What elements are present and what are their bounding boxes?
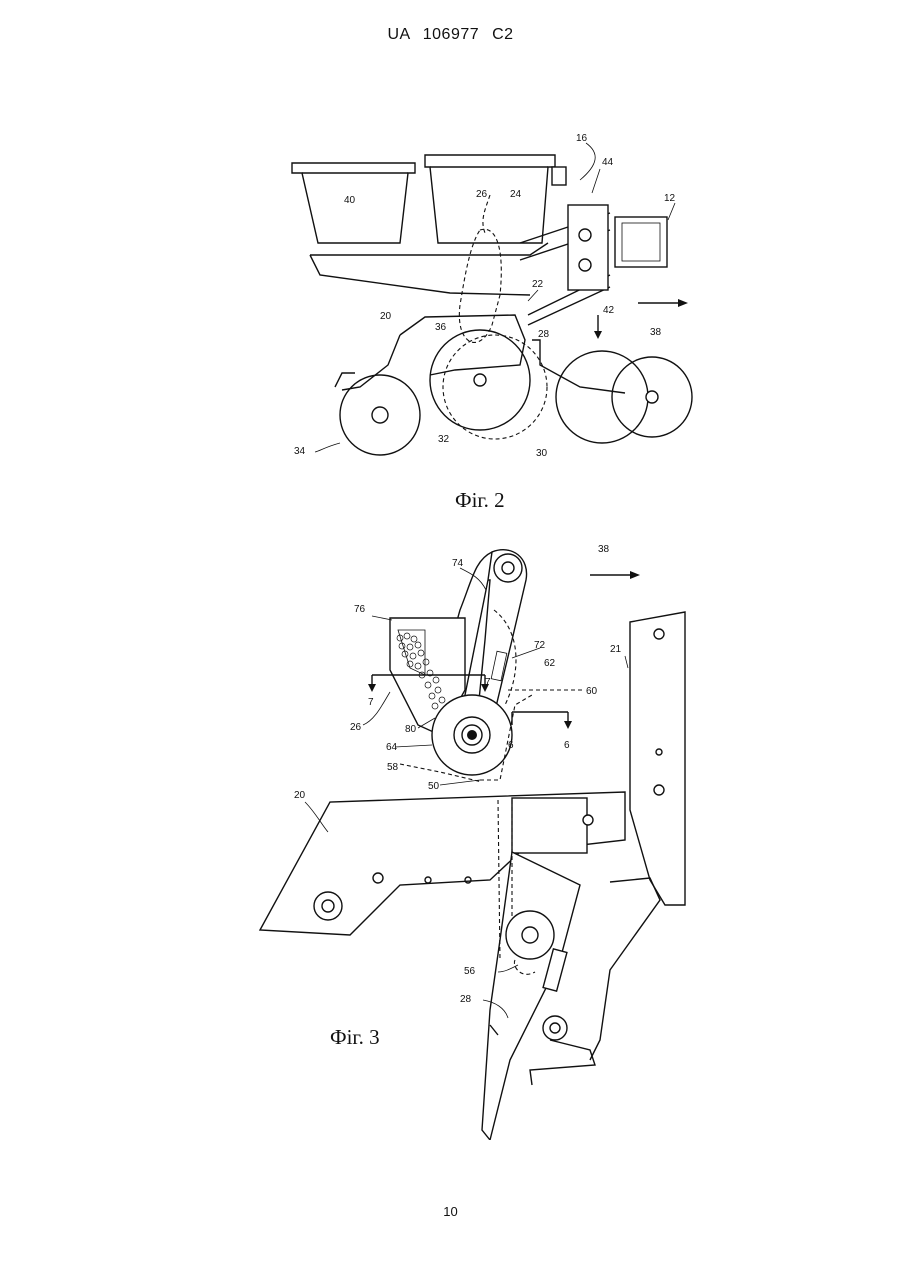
fig2-label-16: 16: [576, 133, 588, 144]
fig2-label-32: 32: [438, 434, 450, 445]
figure-3-caption: Фіг. 3: [330, 1025, 380, 1050]
fig3-label-80: 80: [405, 724, 417, 735]
fig3-label-56: 56: [464, 966, 476, 977]
fig3-label-7-right: 7: [485, 677, 491, 688]
patent-header: UA 106977 C2: [0, 26, 901, 44]
fig3-label-76: 76: [354, 604, 366, 615]
fig2-label-38: 38: [650, 327, 662, 338]
fig3-label-72: 72: [534, 640, 546, 651]
fig2-label-30: 30: [536, 448, 548, 459]
fig3-label-21: 21: [610, 644, 622, 655]
fig3-label-62: 62: [544, 658, 556, 669]
page-number: 10: [0, 1204, 901, 1219]
fig3-label-6-left: 6: [508, 740, 514, 751]
fig2-label-40: 40: [344, 195, 356, 206]
fig3-label-64: 64: [386, 742, 398, 753]
fig3-label-6-right: 6: [564, 740, 570, 751]
fig2-label-44: 44: [602, 157, 614, 168]
fig3-label-74: 74: [452, 558, 464, 569]
fig2-label-20: 20: [380, 311, 392, 322]
figure-2-caption: Фіг. 2: [455, 488, 505, 513]
fig3-label-7-left: 7: [368, 697, 374, 708]
fig3-label-26: 26: [350, 722, 362, 733]
fig3-label-58: 58: [387, 762, 399, 773]
fig3-label-60: 60: [586, 686, 598, 697]
fig2-label-26: 26: [476, 189, 488, 200]
figure-2-drawing: 16 44 12 26 24 40 22 42 38 20 36 28 34 3…: [280, 125, 700, 465]
fig2-label-22: 22: [532, 279, 544, 290]
fig3-label-38: 38: [598, 544, 610, 555]
fig2-label-42: 42: [603, 305, 615, 316]
fig2-label-24: 24: [510, 189, 522, 200]
fig2-label-28: 28: [538, 329, 550, 340]
figure-3-drawing: 38 74 76 72 62 21 7 7 60 26 80 64 6 6 58…: [250, 540, 700, 1140]
fig3-label-50: 50: [428, 781, 440, 792]
fig2-label-34: 34: [294, 446, 306, 457]
fig3-label-28: 28: [460, 994, 472, 1005]
fig2-label-12: 12: [664, 193, 676, 204]
fig3-label-20: 20: [294, 790, 306, 801]
fig2-label-36: 36: [435, 322, 447, 333]
